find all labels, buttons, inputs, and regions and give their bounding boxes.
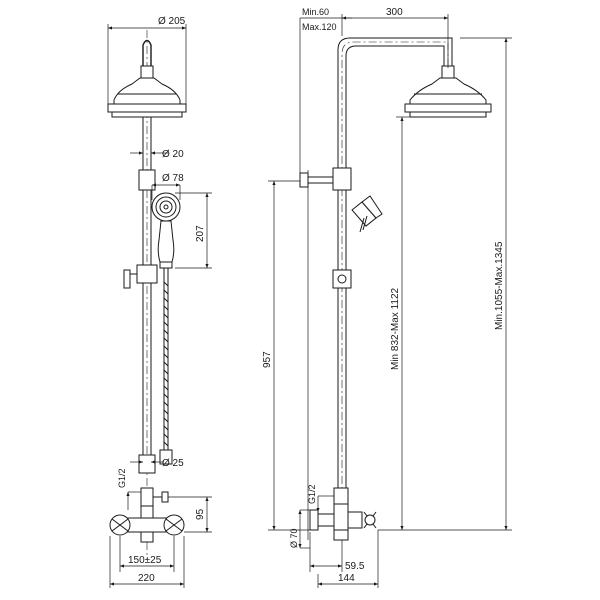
front-diverter xyxy=(140,487,154,507)
side-diverter xyxy=(333,487,349,505)
dim-base-dia: Ø 25 xyxy=(162,458,184,469)
dim-head-dia: Ø 205 xyxy=(158,16,186,27)
dim-head-height: Min 832-Max 1122 xyxy=(390,287,401,370)
dim-offset: 59.5 xyxy=(345,561,365,572)
dim-width: 220 xyxy=(138,573,155,584)
side-pipe-inner xyxy=(345,45,445,495)
side-view: Min.60 Max.120 300 Min.1055-Max.1345 Min… xyxy=(262,7,512,588)
dim-total-height: Min.1055-Max.1345 xyxy=(494,241,505,330)
dim-thread-front: G1/2 xyxy=(117,468,127,488)
dim-hand-len: 207 xyxy=(195,225,206,242)
front-head-nut xyxy=(140,65,154,79)
dim-inlet-dia: Ø 70 xyxy=(289,528,299,548)
dim-slide-height: 957 xyxy=(262,351,273,368)
dim-reach: 300 xyxy=(386,7,403,18)
dim-thread-side: G1/2 xyxy=(307,484,317,504)
dim-depth: 144 xyxy=(338,573,355,584)
dim-arm-min: Min.60 xyxy=(302,7,329,17)
front-lower-clamp xyxy=(138,454,156,474)
front-shower-head xyxy=(107,77,187,118)
dim-pipe-dia: Ø 20 xyxy=(162,149,184,160)
side-slide-bracket xyxy=(332,269,352,289)
side-wall-bracket xyxy=(299,172,309,188)
dim-hand-dia: Ø 78 xyxy=(162,173,184,184)
side-upper-clamp xyxy=(332,167,352,191)
side-shower-head xyxy=(404,77,492,118)
side-pipe-outer xyxy=(337,37,453,495)
dim-height: 95 xyxy=(195,508,206,520)
dim-arm-max: Max.120 xyxy=(302,22,337,32)
side-hand-shower xyxy=(351,195,383,233)
front-slide-bracket xyxy=(136,264,158,284)
front-upper-clamp xyxy=(138,169,156,191)
front-hose-wrap xyxy=(163,281,169,447)
side-mixer-body xyxy=(309,503,377,541)
dim-centers: 150±25 xyxy=(128,555,162,566)
front-top-hook xyxy=(142,39,152,68)
front-hand-shower xyxy=(151,192,181,269)
front-hose-connector xyxy=(159,449,173,465)
front-mixer-body xyxy=(109,505,185,543)
side-center-line xyxy=(341,41,449,500)
front-view: Ø 205 Ø 20 Ø 78 207 Ø 25 G1/2 95 15 xyxy=(107,16,212,588)
